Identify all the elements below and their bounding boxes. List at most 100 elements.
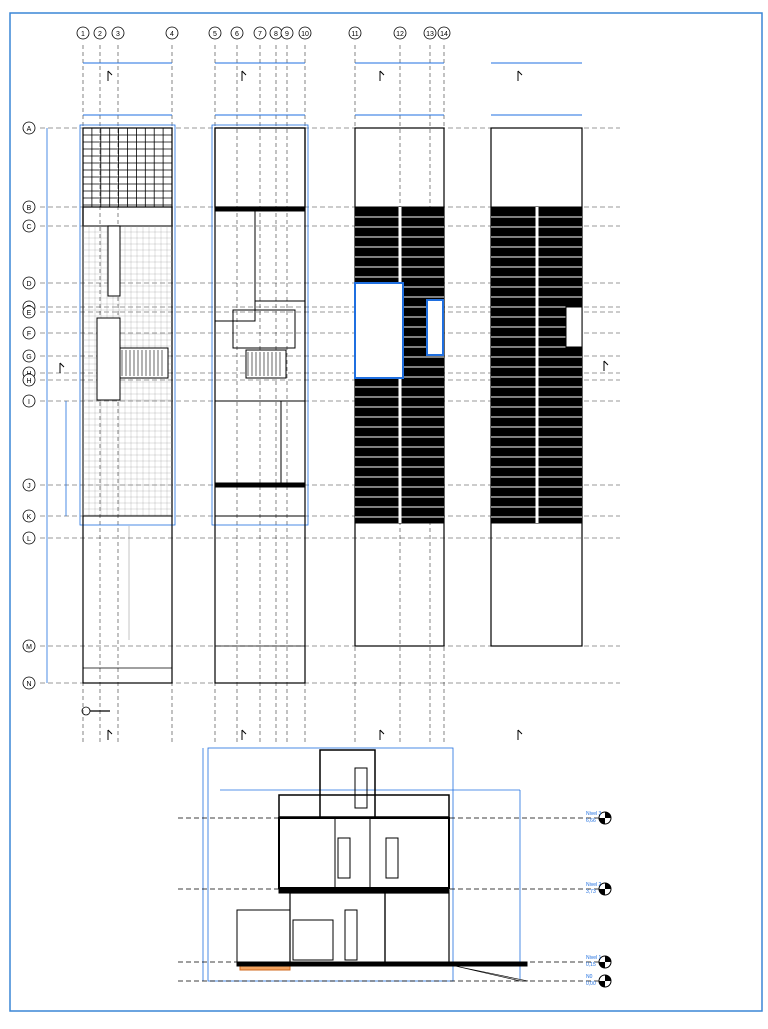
level-value: 0,00 (586, 981, 596, 987)
grid-column-bubble: 5 (208, 26, 222, 40)
bedroom-2 (254, 210, 306, 302)
section-cut-right (603, 360, 609, 371)
grid-labels: 1234567891011121314ABCDEEFGHHIJKLMN (22, 26, 451, 690)
grid-row-bubble: L (22, 531, 36, 545)
grid-row-circle (22, 121, 36, 135)
grid-row-circle (22, 639, 36, 653)
slab-edge (214, 206, 306, 212)
grid-column-bubble: 13 (423, 26, 437, 40)
roof-tile-grid (82, 127, 172, 207)
grid-column-circle (423, 26, 437, 40)
grid-row-bubble: F (22, 326, 36, 340)
grid-column-bubble: 2 (93, 26, 107, 40)
grid-column-label: 4 (170, 31, 174, 38)
grid-column-circle (280, 26, 294, 40)
grid-column-label: 14 (440, 31, 448, 38)
level-symbol-fill (599, 962, 605, 968)
grid-column-label: 9 (285, 31, 289, 38)
bath-block (96, 317, 121, 401)
grid-row-circle (22, 326, 36, 340)
section-arrow-top (379, 70, 385, 81)
roof-terrace-plan (354, 127, 445, 647)
grid-column-label: 2 (98, 31, 102, 38)
level-name: Nivel 3 (586, 811, 602, 817)
floor-plans (59, 62, 609, 740)
grid-column-circle (253, 26, 267, 40)
grid-row-circle (22, 509, 36, 523)
grid-row-bubble: J (22, 478, 36, 492)
section-arrow-top (517, 70, 523, 81)
level-value: 0,15 (586, 962, 596, 968)
closet (280, 400, 306, 487)
grid-row-circle (22, 200, 36, 214)
grid-row-label: M (26, 644, 32, 651)
ramp (454, 965, 529, 982)
grid-column-label: 8 (274, 31, 278, 38)
grid-column-circle (111, 26, 125, 40)
living-tiles (82, 400, 172, 516)
grid-row-label: L (27, 536, 31, 543)
first-floor-plan (211, 124, 309, 684)
grid-row-bubble: C (22, 219, 36, 233)
grid-row-label: K (27, 514, 32, 521)
grid-row-circle (22, 276, 36, 290)
grid-column-bubble: 3 (111, 26, 125, 40)
bedroom-1 (214, 210, 256, 322)
grid-column-bubble: 14 (437, 26, 451, 40)
plan-dimension-frame (79, 124, 176, 526)
grid-column-label: 1 (81, 31, 85, 38)
plan-dimension-frame (211, 124, 309, 526)
grid-row-label: B (27, 205, 32, 212)
void-area (214, 515, 306, 684)
section-arrow-top (107, 70, 113, 81)
door (337, 837, 351, 879)
stair-core (245, 349, 287, 379)
grid-column-circle (76, 26, 90, 40)
arrow-head (59, 362, 65, 368)
grid-column-label: 13 (426, 31, 434, 38)
section-arrow-bottom (241, 729, 247, 740)
grid-row-bubble: D (22, 276, 36, 290)
grid-column-circle (393, 26, 407, 40)
front-porch (236, 909, 291, 963)
sheet-frame (9, 12, 763, 1012)
grid-row-circle (22, 305, 36, 319)
level-name: N0 (586, 974, 593, 980)
level-symbol-fill (605, 975, 611, 981)
wall-band (82, 206, 173, 227)
section-arrow-bottom (517, 729, 523, 740)
level-marker: Nivel 36,66 (586, 811, 612, 825)
duct-opening (426, 299, 444, 356)
grid-row-bubble: B (22, 200, 36, 214)
ground-slab (236, 961, 528, 967)
grid-column-label: 6 (235, 31, 239, 38)
grid-row-label: D (26, 281, 31, 288)
grid-column-label: 3 (116, 31, 120, 38)
grid-column-label: 12 (396, 31, 404, 38)
roof-plan (490, 127, 583, 647)
slab-edge (214, 482, 306, 488)
level-marker: Nivel 10,15 (586, 955, 612, 969)
grid-column-label: 5 (213, 31, 217, 38)
grid-column-bubble: 12 (393, 26, 407, 40)
grid-row-label: J (27, 483, 31, 490)
level-symbol-fill (599, 889, 605, 895)
grid-row-circle (22, 531, 36, 545)
level-marker: N00,00 (586, 974, 612, 988)
arrow-head (107, 729, 113, 735)
arrow-head (241, 729, 247, 735)
grid-row-circle (22, 478, 36, 492)
section-dimension-frame (207, 747, 454, 982)
upper-floor (278, 817, 450, 889)
grid-column-bubble: 8 (269, 26, 283, 40)
level-name: Nivel 2 (586, 882, 602, 888)
grid-row-label: F (27, 331, 31, 338)
grid-row-label: N (26, 681, 31, 688)
grid-column-circle (165, 26, 179, 40)
level-symbol-fill (599, 818, 605, 824)
level-value: 3,73 (586, 889, 596, 895)
level-symbol-fill (605, 812, 611, 818)
arrow-head (517, 729, 523, 735)
level-value: 6,66 (586, 818, 596, 824)
